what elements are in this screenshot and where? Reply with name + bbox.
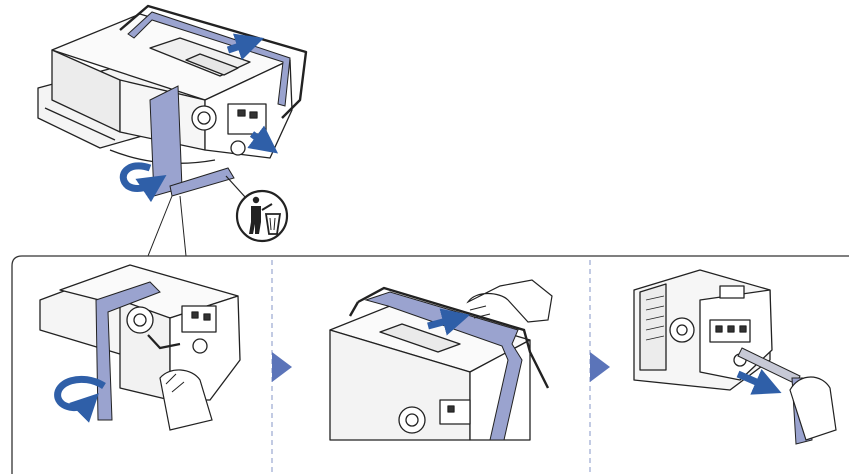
- recycle-bin-person-icon: [225, 175, 289, 243]
- step-3-illustration: [633, 269, 837, 445]
- step-arrow-1: [272, 352, 292, 382]
- callout-line-left: [147, 195, 173, 257]
- top-frame-wire: [119, 4, 308, 119]
- step-1-illustration: [39, 264, 241, 431]
- arrow-twist-left: [119, 162, 167, 203]
- arrow-slide-top: [226, 33, 264, 61]
- steps-frame: [11, 255, 849, 474]
- tape-tail: [169, 167, 235, 197]
- step-arrow-2: [590, 352, 610, 382]
- cartridge-overview: [37, 13, 293, 164]
- arrow-pull-right: [247, 125, 279, 154]
- side-tape: [149, 85, 183, 197]
- callout-line-right: [179, 195, 187, 257]
- top-tape: [127, 11, 291, 107]
- step-2-illustration: [329, 279, 553, 441]
